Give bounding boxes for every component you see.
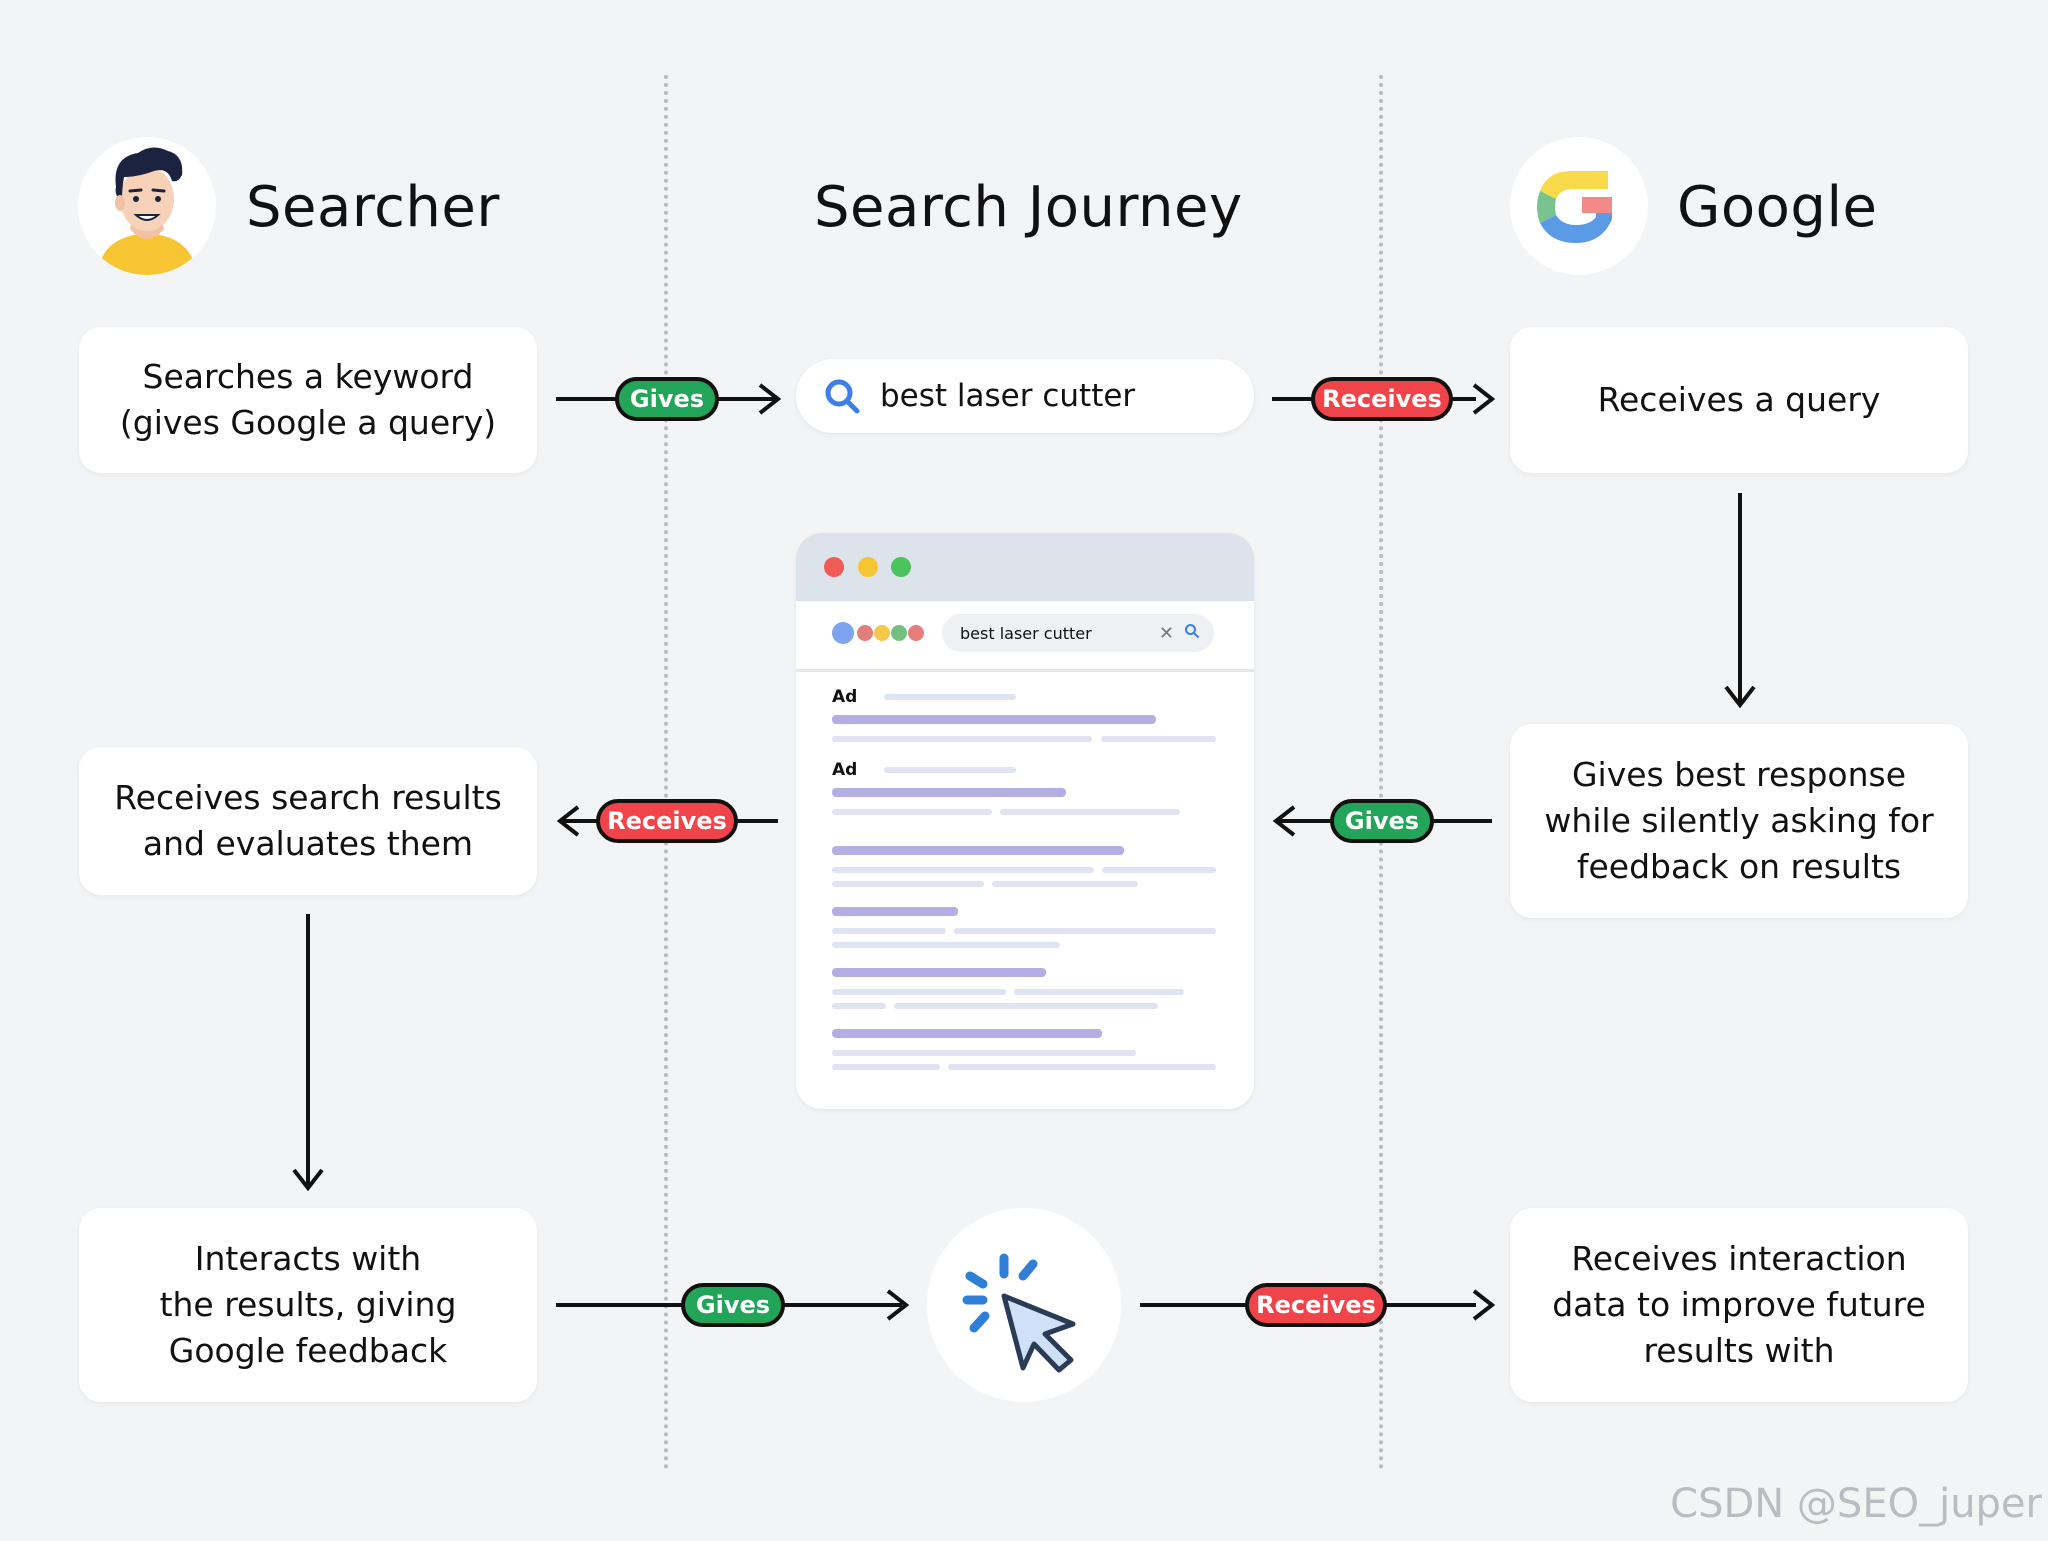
serp-header-divider	[796, 669, 1254, 672]
result-title-bar[interactable]	[832, 1029, 1102, 1038]
search-box[interactable]: best laser cutter	[796, 359, 1254, 433]
result-title-bar[interactable]	[832, 968, 1046, 977]
result-snippet-bar	[894, 1003, 1158, 1009]
google-logo-icon	[1537, 171, 1612, 243]
window-minimize-dot[interactable]	[858, 557, 878, 577]
arrow-right-icon	[886, 1289, 910, 1321]
search-journey-title: Search Journey	[814, 175, 1243, 240]
result-title-bar[interactable]	[832, 907, 958, 916]
result-snippet-bar	[832, 989, 1006, 995]
card-searcher-results: Receives search results and evaluates th…	[79, 747, 537, 895]
result-snippet-bar	[992, 881, 1138, 887]
result-snippet-bar	[832, 1003, 886, 1009]
card-google-interaction: Receives interaction data to improve fut…	[1510, 1208, 1968, 1402]
arrow-right-icon	[758, 383, 782, 415]
serp-browser-window: best laser cutter ✕ Ad Ad	[796, 533, 1254, 1109]
searcher-title: Searcher	[246, 175, 500, 240]
result-snippet-bar	[1000, 809, 1180, 815]
cursor-click-icon	[962, 1253, 1076, 1373]
serp-search-box[interactable]: best laser cutter ✕	[942, 614, 1214, 652]
arrow-down-icon	[1724, 685, 1756, 709]
serp-search-query: best laser cutter	[960, 623, 1092, 643]
clear-icon[interactable]: ✕	[1158, 623, 1174, 644]
serp-logo-icon	[832, 622, 924, 644]
column-divider-left	[664, 75, 668, 1470]
card-searcher-query: Searches a keyword (gives Google a query…	[79, 327, 537, 473]
card-searcher-interacts: Interacts with the results, giving Googl…	[79, 1208, 537, 1402]
result-snippet-bar	[832, 1064, 940, 1070]
person-avatar-icon	[98, 147, 196, 275]
result-url-bar	[884, 767, 1016, 773]
arrow-right-icon	[1472, 1289, 1496, 1321]
gives-badge: Gives	[615, 377, 719, 421]
result-url-bar	[884, 694, 1016, 700]
result-snippet-bar	[1102, 867, 1216, 873]
receives-badge: Receives	[596, 799, 738, 843]
receives-badge: Receives	[1245, 1283, 1387, 1327]
result-snippet-bar	[832, 881, 984, 887]
result-snippet-bar	[832, 928, 946, 934]
result-snippet-bar	[1101, 736, 1216, 742]
serp-search-icon[interactable]	[1184, 623, 1200, 639]
card-google-query: Receives a query	[1510, 327, 1968, 473]
window-close-dot[interactable]	[824, 557, 844, 577]
ad-label: Ad	[832, 687, 858, 707]
arrow-right-icon	[1472, 383, 1496, 415]
gives-badge: Gives	[681, 1283, 785, 1327]
result-snippet-bar	[948, 1064, 1216, 1070]
watermark: CSDN @SEO_juper	[1670, 1481, 2042, 1527]
result-snippet-bar	[1014, 989, 1184, 995]
result-snippet-bar	[832, 867, 1094, 873]
result-snippet-bar	[832, 1050, 1136, 1056]
result-snippet-bar	[954, 928, 1216, 934]
result-title-bar[interactable]	[832, 715, 1156, 724]
gives-badge: Gives	[1330, 799, 1434, 843]
result-title-bar[interactable]	[832, 788, 1066, 797]
arrow-down-icon	[292, 1168, 324, 1192]
result-snippet-bar	[832, 736, 1092, 742]
searcher-avatar	[78, 137, 216, 275]
connector-line	[1738, 493, 1742, 703]
google-avatar	[1510, 137, 1648, 275]
result-snippet-bar	[832, 942, 1060, 948]
column-divider-right	[1379, 75, 1383, 1470]
connector-line	[306, 914, 310, 1186]
ad-label: Ad	[832, 760, 858, 780]
magnifier-icon	[825, 379, 860, 414]
window-maximize-dot[interactable]	[891, 557, 911, 577]
click-circle	[927, 1208, 1121, 1402]
card-google-response: Gives best response while silently askin…	[1510, 724, 1968, 918]
google-title: Google	[1677, 175, 1878, 240]
search-query-text: best laser cutter	[880, 378, 1136, 414]
result-title-bar[interactable]	[832, 846, 1124, 855]
result-snippet-bar	[832, 809, 992, 815]
receives-badge: Receives	[1311, 377, 1453, 421]
